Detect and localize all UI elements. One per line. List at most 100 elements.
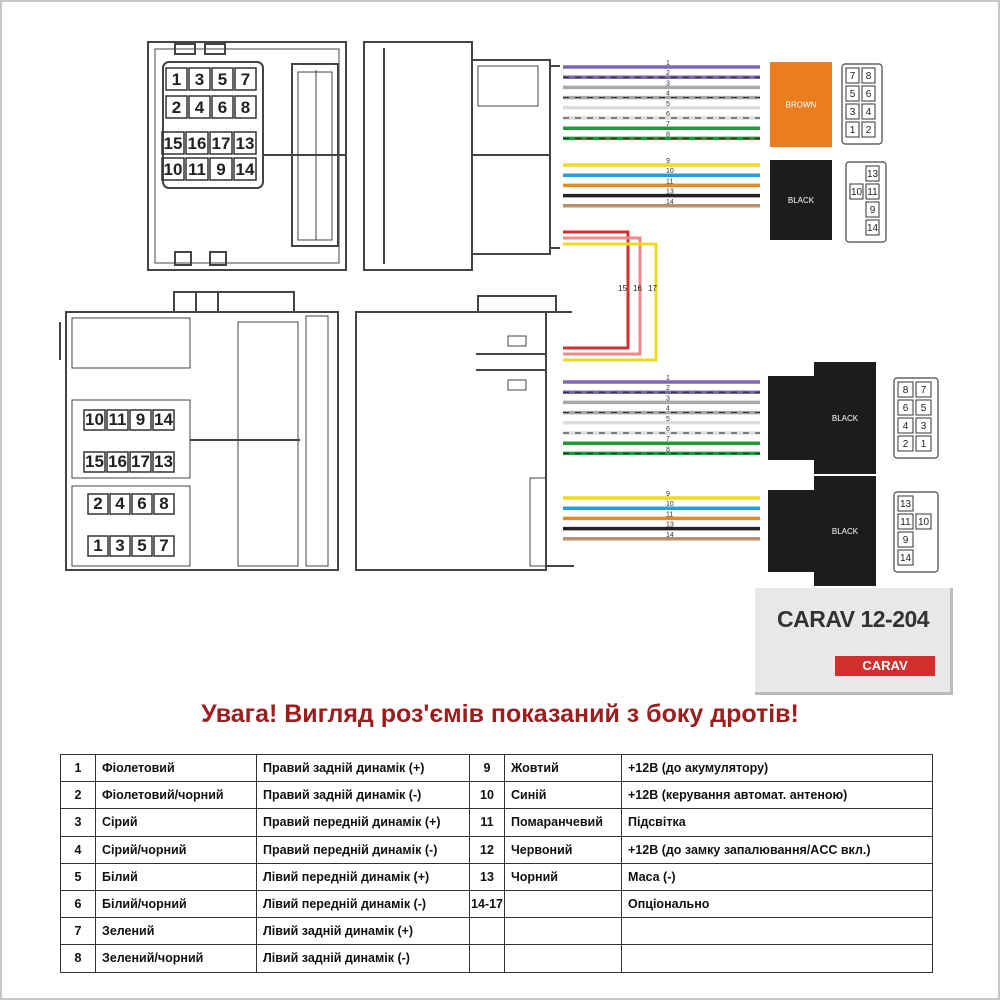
wire: 10 bbox=[563, 501, 760, 510]
wire-label: 7 bbox=[666, 121, 670, 128]
crossover-label: 16 bbox=[633, 284, 642, 293]
svg-text:4: 4 bbox=[115, 494, 125, 513]
wire-label: 9 bbox=[666, 158, 670, 165]
svg-text:10: 10 bbox=[164, 160, 183, 179]
wire: 7 bbox=[563, 121, 760, 130]
svg-text:3: 3 bbox=[850, 107, 856, 118]
brand-logo: CARAV bbox=[835, 656, 935, 676]
wire-label: 6 bbox=[666, 426, 670, 433]
legend-number-2: 9 bbox=[469, 753, 505, 783]
svg-text:13: 13 bbox=[236, 134, 255, 153]
bottom-connector-pin: 7 bbox=[153, 535, 175, 557]
svg-text:6: 6 bbox=[137, 494, 146, 513]
wire: 3 bbox=[563, 80, 760, 90]
svg-text:13: 13 bbox=[900, 499, 912, 510]
legend-color: Сірий bbox=[95, 808, 257, 837]
legend-color-2 bbox=[504, 917, 622, 946]
legend-color-2 bbox=[504, 944, 622, 973]
svg-text:7: 7 bbox=[159, 536, 168, 555]
wire: 11 bbox=[563, 511, 760, 521]
legend-number: 1 bbox=[60, 753, 96, 783]
top-connector-pin: 13 bbox=[233, 131, 257, 155]
legend-function: Правий задній динамік (+) bbox=[256, 753, 470, 783]
wire: 2 bbox=[563, 70, 760, 79]
svg-text:9: 9 bbox=[870, 205, 876, 216]
legend-color: Зелений/чорний bbox=[95, 944, 257, 973]
plug-black-bottom-2a bbox=[768, 490, 814, 572]
bottom-connector-pin: 8 bbox=[153, 493, 175, 515]
wire: 1 bbox=[563, 375, 760, 384]
crossover-label: 17 bbox=[648, 284, 657, 293]
wire-label: 1 bbox=[666, 60, 670, 67]
wire: 3 bbox=[563, 395, 760, 405]
svg-text:3: 3 bbox=[195, 70, 204, 89]
legend-number: 4 bbox=[60, 835, 96, 864]
bottom-connector-pin: 13 bbox=[152, 451, 175, 473]
legend-color: Сірий/чорний bbox=[95, 835, 257, 864]
legend-function-2: +12В (до замку запалювання/ACC вкл.) bbox=[621, 835, 933, 864]
svg-text:10: 10 bbox=[85, 410, 104, 429]
svg-text:3: 3 bbox=[921, 421, 927, 432]
model-label: CARAV 12-204 bbox=[777, 606, 930, 632]
wire: 9 bbox=[563, 491, 760, 500]
svg-text:14: 14 bbox=[154, 410, 173, 429]
wire: 8 bbox=[563, 446, 760, 456]
wire-label: 1 bbox=[666, 375, 670, 382]
legend-number-2 bbox=[469, 917, 505, 946]
wire-label: 11 bbox=[666, 178, 673, 185]
legend-function-2 bbox=[621, 917, 933, 946]
legend-color-2: Синій bbox=[504, 781, 622, 810]
svg-text:17: 17 bbox=[212, 134, 231, 153]
legend-color: Білий/чорний bbox=[95, 889, 257, 919]
wire-label: 4 bbox=[666, 406, 670, 413]
top-connector-pin: 9 bbox=[209, 157, 233, 181]
svg-text:4: 4 bbox=[195, 98, 205, 117]
svg-text:8: 8 bbox=[159, 494, 168, 513]
legend-function-2: Маса (-) bbox=[621, 862, 933, 891]
legend-color: Фіолетовий bbox=[95, 753, 257, 783]
top-connector-pin: 1 bbox=[165, 67, 188, 91]
svg-text:2: 2 bbox=[172, 98, 181, 117]
svg-text:10: 10 bbox=[851, 187, 863, 198]
bottom-connector-pin: 15 bbox=[83, 451, 106, 473]
wire: 2 bbox=[563, 385, 760, 394]
wire: 5 bbox=[563, 101, 760, 110]
svg-text:5: 5 bbox=[218, 70, 227, 89]
legend-number-2: 10 bbox=[469, 781, 505, 810]
svg-text:6: 6 bbox=[903, 403, 909, 414]
legend-number-2: 12 bbox=[469, 835, 505, 864]
svg-text:9: 9 bbox=[903, 535, 909, 546]
legend-number: 8 bbox=[60, 944, 96, 973]
bottom-connector-pin: 3 bbox=[109, 535, 131, 557]
bottom-connector-pin: 14 bbox=[152, 409, 175, 431]
svg-text:BLACK: BLACK bbox=[788, 196, 815, 205]
wire-label: 8 bbox=[666, 131, 670, 138]
svg-text:16: 16 bbox=[188, 134, 207, 153]
wire: 6 bbox=[563, 111, 760, 120]
svg-text:3: 3 bbox=[115, 536, 124, 555]
svg-text:1: 1 bbox=[172, 70, 181, 89]
legend-function: Лівий передній динамік (+) bbox=[256, 862, 470, 891]
wire-label: 2 bbox=[666, 70, 670, 77]
wire-label: 11 bbox=[666, 511, 673, 518]
crossover-wires bbox=[563, 230, 658, 362]
svg-text:13: 13 bbox=[867, 169, 879, 180]
svg-text:15: 15 bbox=[164, 134, 183, 153]
top-connector-pin: 15 bbox=[161, 131, 185, 155]
legend-function-2: Опціонально bbox=[621, 889, 933, 919]
svg-text:7: 7 bbox=[921, 385, 927, 396]
wire-label: 6 bbox=[666, 111, 670, 118]
wire-label: 9 bbox=[666, 491, 670, 498]
plug-black-top: BLACK bbox=[770, 160, 832, 240]
wire: 9 bbox=[563, 158, 760, 167]
legend-number-2: 13 bbox=[469, 862, 505, 891]
wire-label: 5 bbox=[666, 101, 670, 108]
